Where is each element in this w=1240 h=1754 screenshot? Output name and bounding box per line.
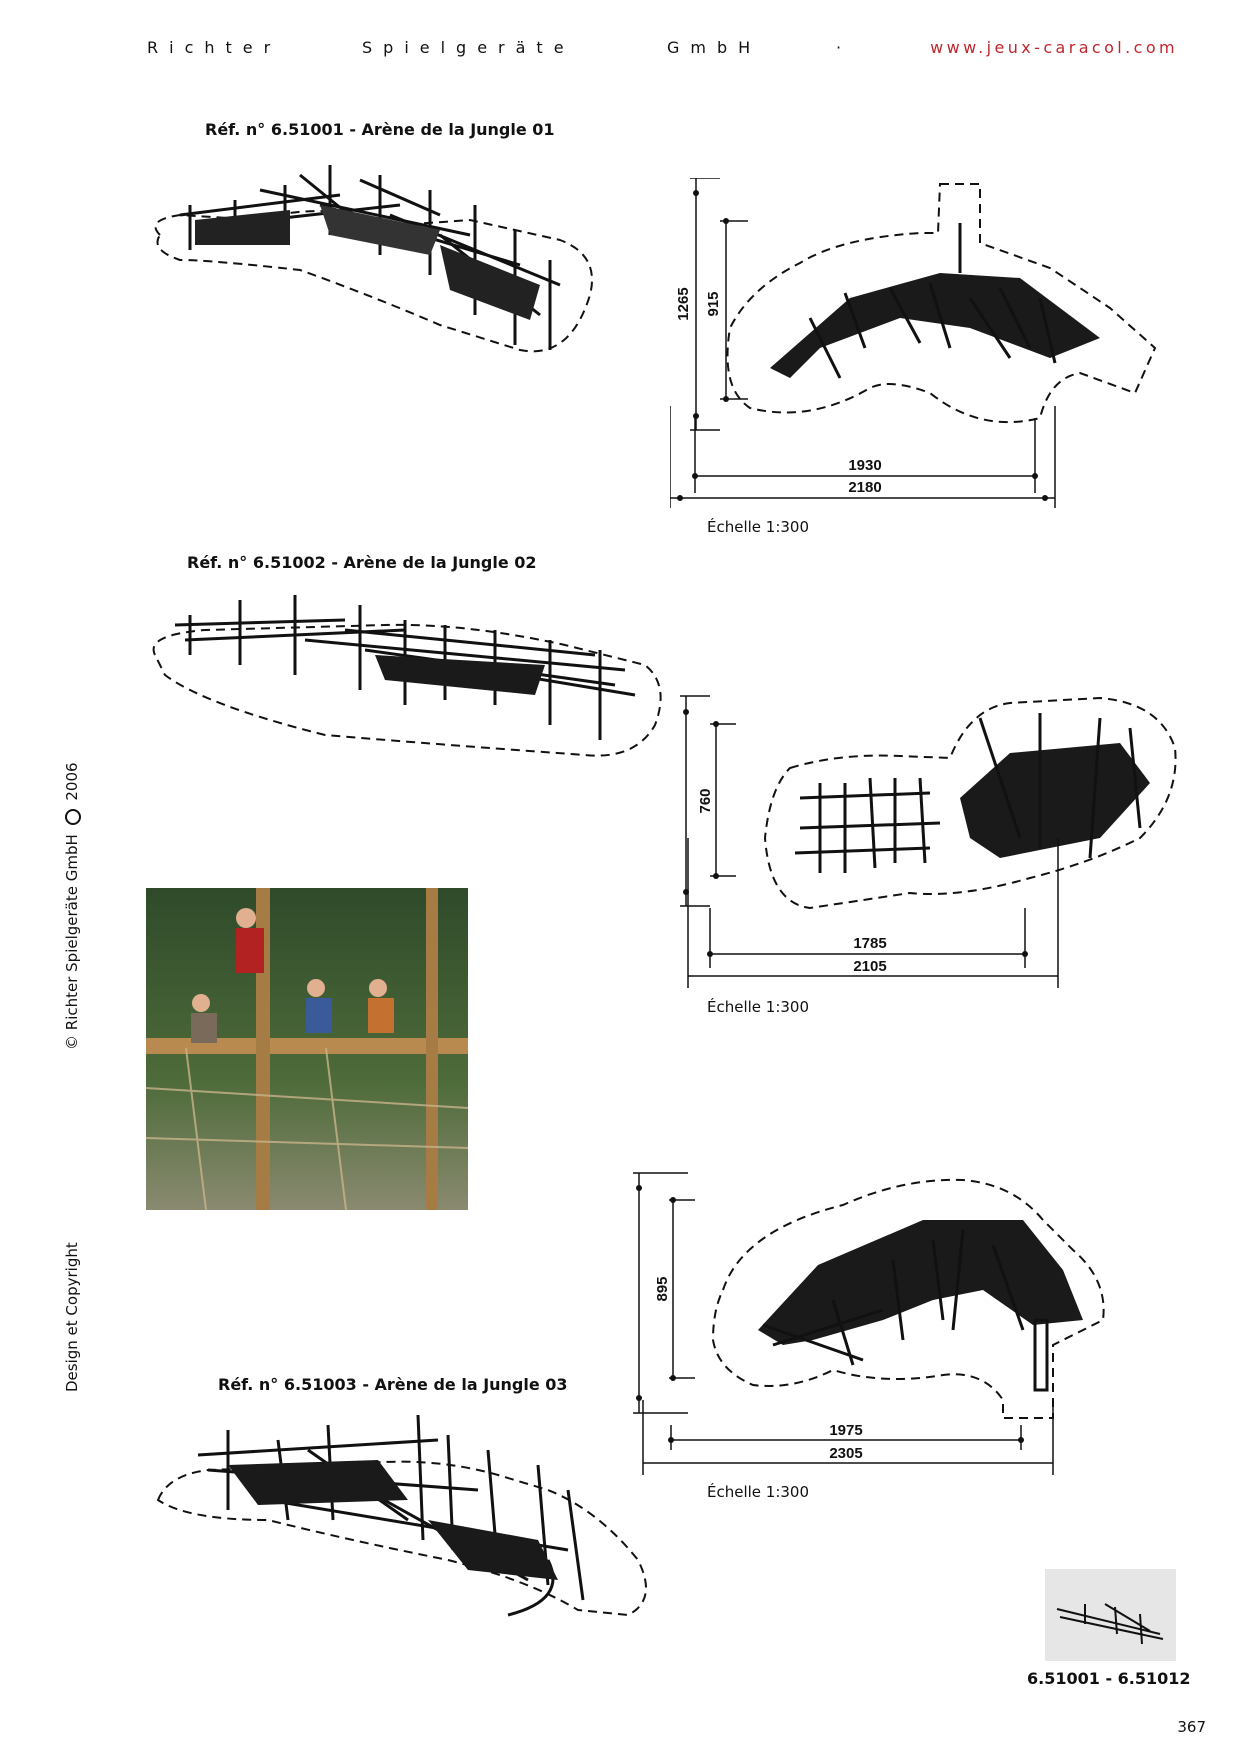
sidebar-year: 2006 [63,762,81,801]
product-3-scale: Échelle 1:300 [707,1483,810,1501]
product-1-plan-drawing: 1265 915 1930 2180 [670,178,1157,508]
product-1-dim-inner-width: 1930 [848,457,881,474]
header-company-word-3: GmbH [667,38,762,57]
product-2-dim-inner-width: 1785 [853,935,886,952]
product-2-scale: Échelle 1:300 [707,998,810,1016]
header-company-word-1: Richter [147,38,282,57]
product-3-plan-drawing: 1255 895 1975 2305 [633,1172,1105,1475]
product-3-dim-outer-width: 2305 [829,1445,862,1462]
series-range: 6.51001 - 6.51012 [1027,1669,1191,1688]
sidebar-copyright-text: © Richter Spielgeräte GmbH [63,834,81,1050]
series-thumbnail [1045,1569,1176,1661]
header-separator: · [836,38,853,57]
header-company-word-2: Spielgeräte [362,38,575,57]
product-2-dim-inner-height: 760 [697,788,714,813]
product-3-dim-outer-height: 1255 [633,1276,637,1309]
product-2-perspective-drawing [152,595,662,757]
product-2-plan-drawing: 1060 760 1785 2105 [680,695,1177,988]
product-3-dim-inner-height: 895 [654,1276,671,1301]
product-1-dim-outer-width: 2180 [848,479,881,496]
product-1-scale: Échelle 1:300 [707,518,810,536]
product-2-dim-outer-height: 1060 [680,784,684,817]
richter-logo-icon [64,809,81,826]
product-3-title: Réf. n° 6.51003 - Arène de la Jungle 03 [218,1375,568,1394]
page-number: 367 [1177,1718,1206,1736]
product-1-title: Réf. n° 6.51001 - Arène de la Jungle 01 [205,120,555,139]
product-3-perspective-drawing [156,1414,647,1617]
product-1-dim-inner-height: 915 [705,291,722,316]
product-1-dim-outer-height: 1265 [675,287,692,320]
product-2-title: Réf. n° 6.51002 - Arène de la Jungle 02 [187,553,537,572]
playground-photo [146,888,468,1210]
sidebar-copyright: © Richter Spielgeräte GmbH 2006 [63,762,81,1050]
product-3-dim-inner-width: 1975 [829,1422,862,1439]
header-website-link[interactable]: www.jeux-caracol.com [930,38,1178,57]
product-2-dim-outer-width: 2105 [853,958,886,975]
product-1-perspective-drawing [154,165,593,353]
sidebar-design-copyright: Design et Copyright [63,1242,81,1392]
